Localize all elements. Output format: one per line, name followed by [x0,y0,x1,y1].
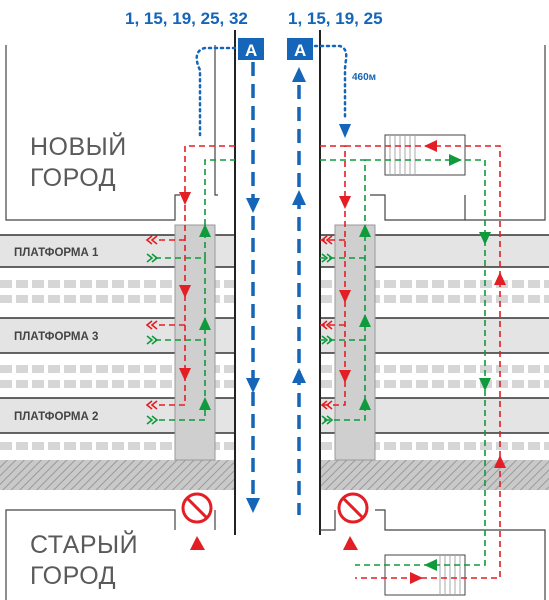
walk-arrow [339,124,351,138]
road [234,30,321,535]
bus-stop-left-letter: A [245,41,257,60]
district-south-line1: СТАРЫЙ [30,529,138,559]
red-route-left [155,145,235,406]
green-arrows [199,154,491,571]
platform-label-1: ПЛАТФОРМА 1 [14,247,99,259]
blue-arrows [246,67,306,513]
platform-label-3: ПЛАТФОРМА 3 [14,331,98,343]
no-entry-icon [337,492,369,524]
underpass-columns [174,224,376,461]
red-route-right [320,145,501,579]
bus-stop-icon: A [287,38,313,60]
staircase-bottom [384,554,466,596]
footsteps-icon [195,44,348,137]
chevron-icons [145,235,334,425]
district-north-line2: ГОРОД [30,164,116,192]
green-route-right [320,159,486,566]
district-north: НОВЫЙ ГОРОД [30,131,127,192]
bus-stop-right-letter: A [294,41,306,60]
red-arrows [179,140,506,584]
bus-stop-right-routes: 1, 15, 19, 25 [288,9,383,28]
bus-stop-left-routes: 1, 15, 19, 25, 32 [125,9,248,28]
bus-stop-icon: A [238,38,264,60]
staircase-top [384,134,466,176]
district-north-line1: НОВЫЙ [30,131,127,161]
platform-label-2: ПЛАТФОРМА 2 [14,411,98,423]
no-entry-icon [181,492,213,524]
south-buildings [5,509,546,600]
district-south-line2: ГОРОД [30,562,116,590]
district-south: СТАРЫЙ ГОРОД [30,529,138,590]
walk-distance: 460м [352,72,376,83]
